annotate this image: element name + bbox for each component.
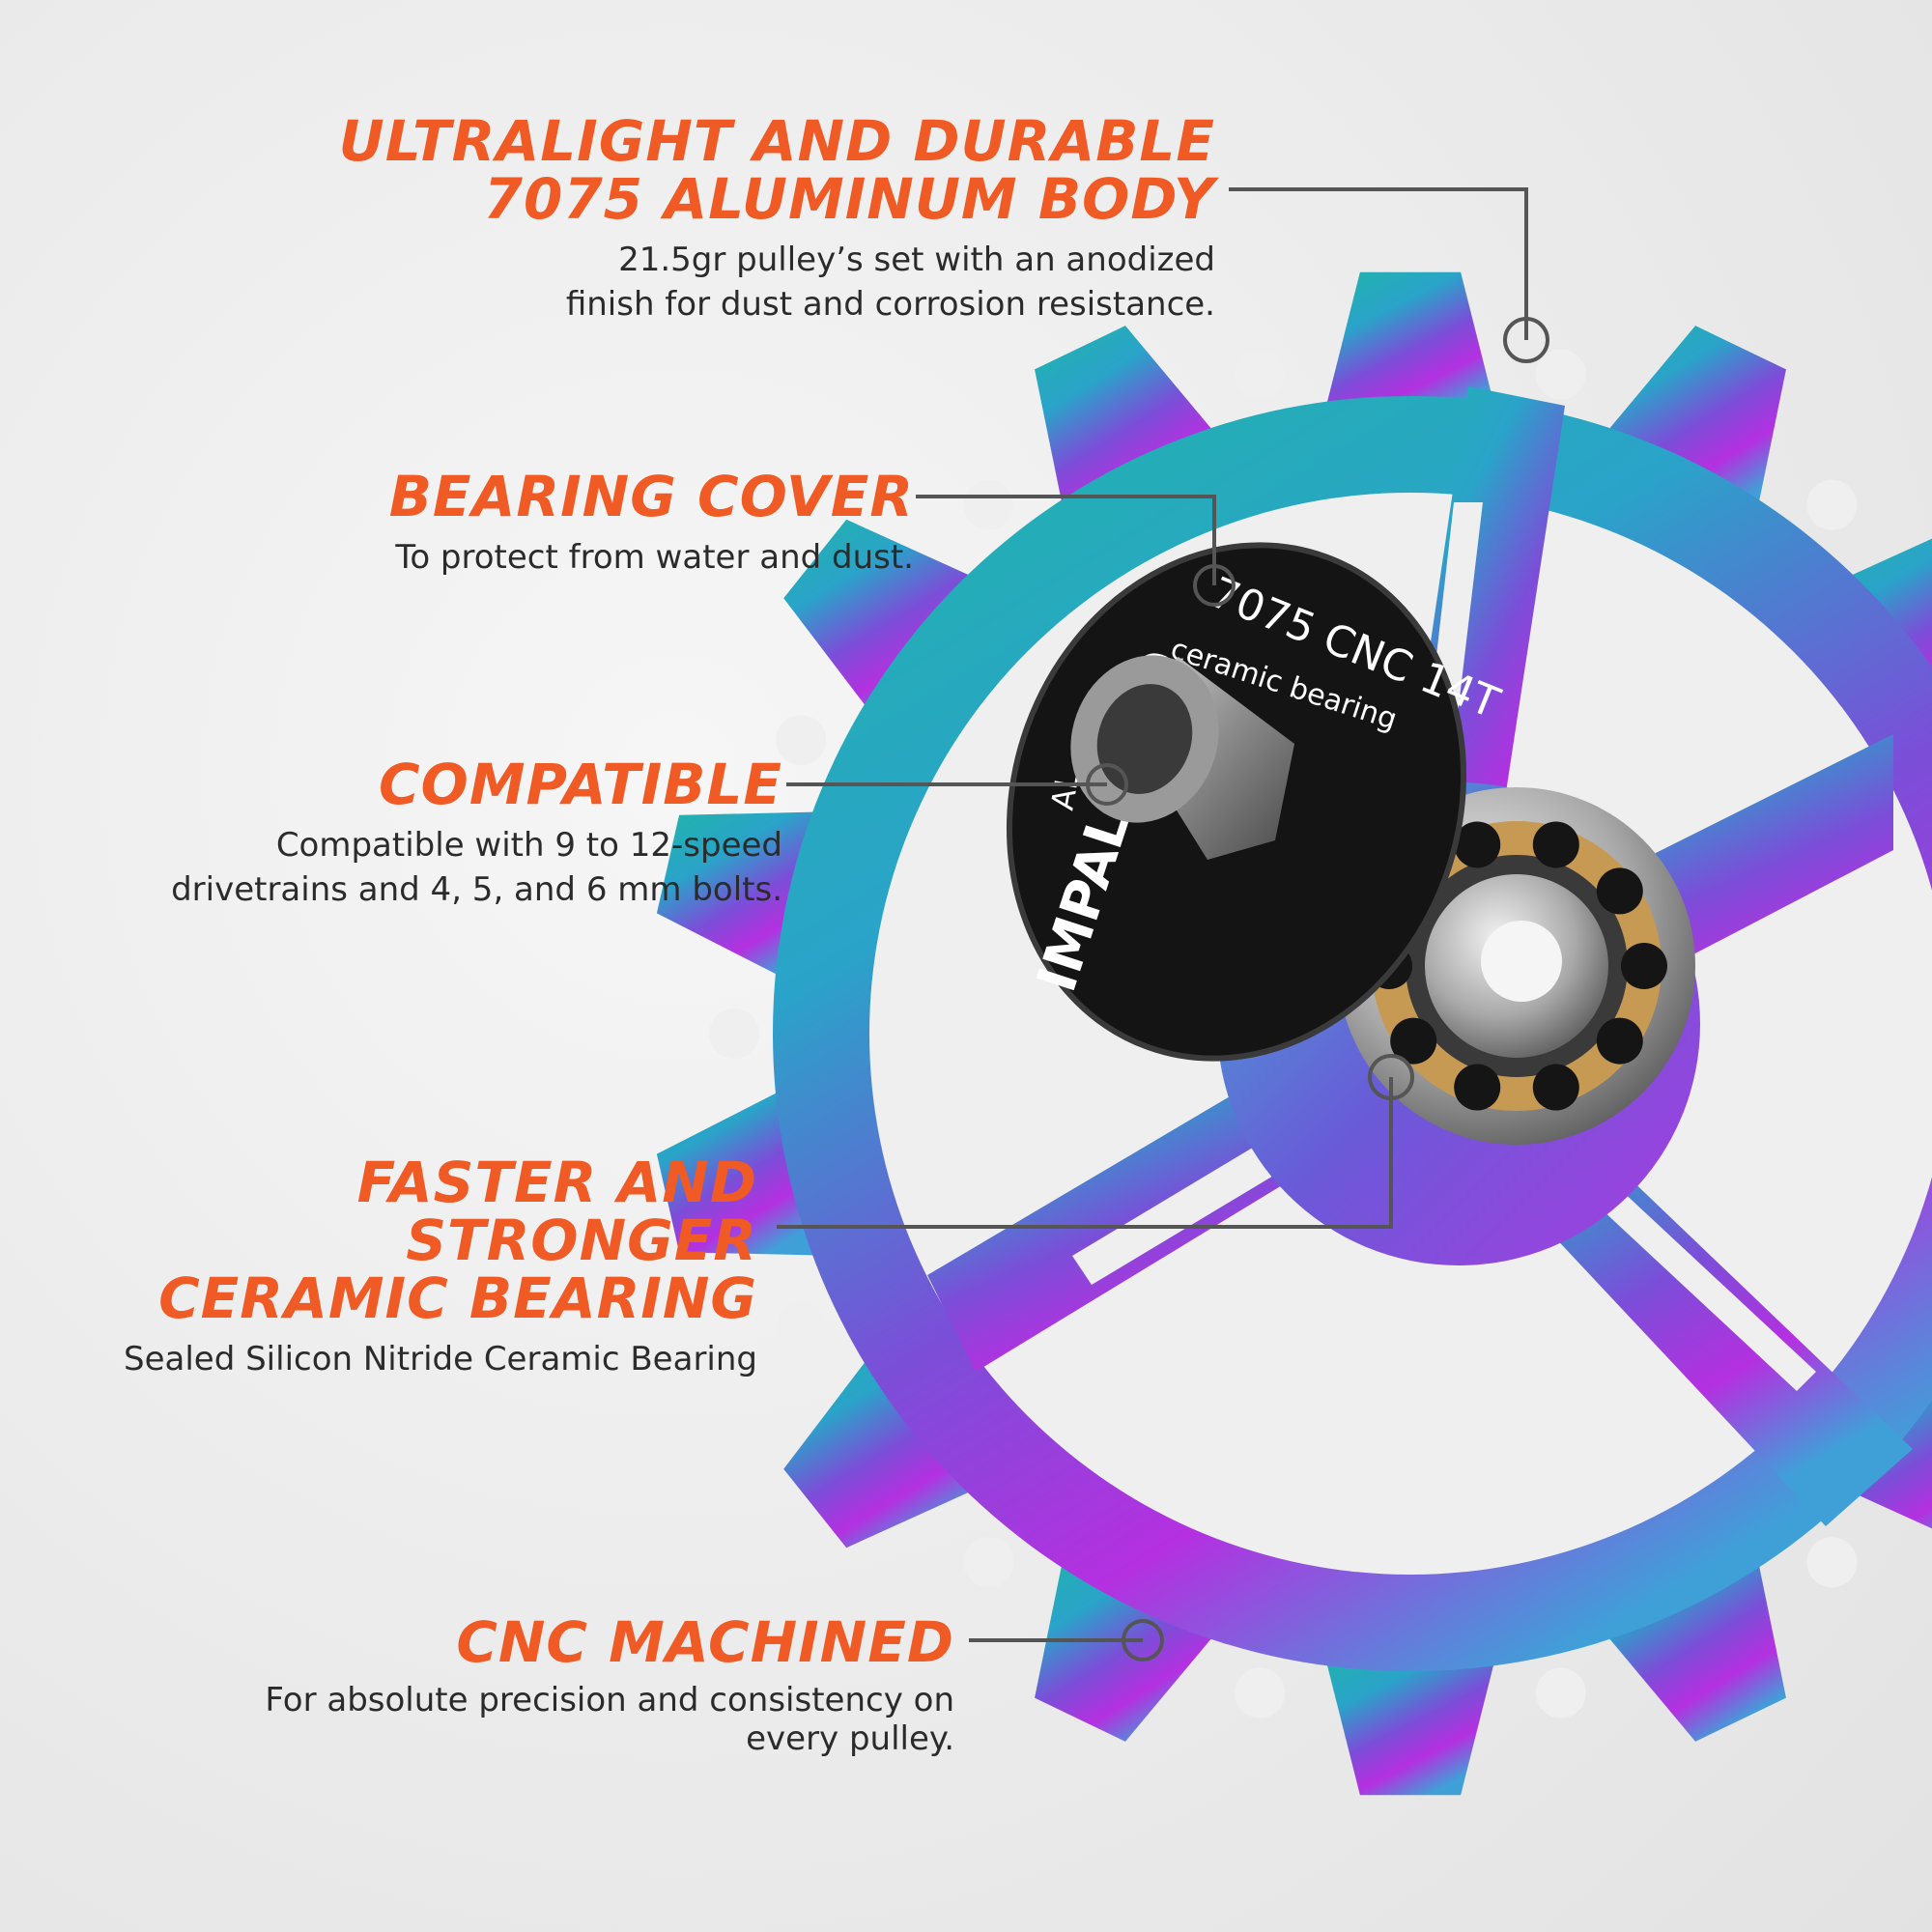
feature-body-description-line-2: finish for dust and corrosion resistance… bbox=[565, 285, 1215, 324]
pulley-tooth bbox=[1596, 1547, 1786, 1742]
feature-ceramic-bearing-title: FASTER AND STRONGER CERAMIC BEARING bbox=[0, 1153, 757, 1327]
feature-body-description: 21.5gr pulley’s set with an anodized fin… bbox=[339, 238, 1215, 327]
pulley-hole bbox=[963, 1537, 1014, 1588]
feature-body: ULTRALIGHT AND DURABLE 7075 ALUMINUM BOD… bbox=[339, 112, 1215, 327]
feature-ceramic-bearing-description: Sealed Silicon Nitride Ceramic Bearing bbox=[0, 1337, 757, 1381]
bearing-ball bbox=[1390, 1017, 1437, 1065]
bearing-ball bbox=[1621, 943, 1667, 989]
pulley-hole bbox=[776, 1301, 827, 1352]
feature-compatible-title-line-1: COMPATIBLE bbox=[378, 752, 782, 817]
callout-dot-cnc bbox=[1122, 1619, 1164, 1662]
feature-ceramic-bearing: FASTER AND STRONGER CERAMIC BEARING Seal… bbox=[0, 1153, 757, 1381]
feature-ceramic-bearing-title-line-2: CERAMIC BEARING bbox=[158, 1265, 757, 1331]
pulley-tooth bbox=[1035, 1547, 1225, 1742]
callout-lines bbox=[777, 187, 1549, 1662]
pulley-hole bbox=[776, 715, 827, 766]
pulley-hole bbox=[1535, 1667, 1586, 1719]
feature-compatible-title: COMPATIBLE bbox=[171, 755, 782, 813]
feature-cnc-machined-title: CNC MACHINED bbox=[265, 1613, 954, 1671]
feature-body-title: ULTRALIGHT AND DURABLE 7075 ALUMINUM BOD… bbox=[339, 112, 1215, 228]
pulley-tooth bbox=[1321, 1645, 1499, 1796]
feature-cnc-machined-description: For absolute precision and consistency o… bbox=[265, 1681, 954, 1758]
pulley-hole bbox=[1235, 1667, 1286, 1719]
feature-cnc-machined-description-line-1: For absolute precision and consistency o… bbox=[265, 1681, 954, 1719]
callout-line-bearing bbox=[777, 1077, 1393, 1229]
pulley-tooth bbox=[1035, 326, 1225, 521]
pulley-hole bbox=[963, 479, 1014, 530]
feature-bearing-cover-description: To protect from water and dust. bbox=[389, 535, 914, 580]
pulley-tooth bbox=[1321, 271, 1499, 422]
feature-bearing-cover-title-line-1: BEARING COVER bbox=[388, 464, 914, 529]
pulley-tooth bbox=[1596, 326, 1786, 521]
pulley-hole bbox=[1535, 349, 1586, 400]
bolt-sleeve bbox=[1070, 655, 1294, 860]
callout-dot-compatible bbox=[1086, 763, 1128, 806]
bearing-ball bbox=[1532, 821, 1579, 868]
pulley-hole bbox=[1806, 479, 1858, 530]
bearing-ball bbox=[1596, 1017, 1643, 1065]
feature-bearing-cover-title: BEARING COVER bbox=[389, 468, 914, 526]
pulley-hole bbox=[1235, 349, 1286, 400]
bearing-ball bbox=[1532, 1064, 1579, 1111]
pulley-tooth bbox=[783, 519, 987, 722]
feature-compatible: COMPATIBLE Compatible with 9 to 12-speed… bbox=[171, 755, 782, 912]
feature-cnc-machined: CNC MACHINED For absolute precision and … bbox=[265, 1613, 954, 1758]
bearing-cover-rim bbox=[1006, 542, 1467, 1062]
pulley-hole bbox=[709, 1009, 759, 1059]
feature-body-title-line-2: 7075 ALUMINUM BODY bbox=[483, 166, 1215, 232]
callout-dot-cover bbox=[1193, 564, 1236, 607]
feature-compatible-description: Compatible with 9 to 12-speed drivetrain… bbox=[171, 823, 782, 912]
feature-bearing-cover-description-line-1: To protect from water and dust. bbox=[395, 538, 914, 577]
bearing-bore bbox=[1481, 921, 1562, 1002]
callout-dot-body bbox=[1503, 317, 1549, 363]
callout-line-cover bbox=[916, 495, 1216, 585]
bearing-ball bbox=[1454, 1064, 1501, 1111]
feature-ceramic-bearing-title-line-1: FASTER AND STRONGER bbox=[356, 1150, 757, 1273]
callout-line-body bbox=[1229, 187, 1528, 340]
pulley-tooth bbox=[783, 1346, 987, 1548]
callout-dot-bearing bbox=[1368, 1054, 1414, 1100]
feature-cnc-machined-title-line-1: CNC MACHINED bbox=[456, 1609, 954, 1675]
feature-compatible-description-line-1: Compatible with 9 to 12-speed bbox=[275, 826, 782, 865]
bearing-ball bbox=[1454, 821, 1501, 868]
feature-compatible-description-line-2: drivetrains and 4, 5, and 6 mm bolts. bbox=[171, 870, 782, 909]
bearing-ball bbox=[1596, 867, 1643, 915]
feature-bearing-cover: BEARING COVER To protect from water and … bbox=[389, 468, 914, 580]
feature-body-title-line-1: ULTRALIGHT AND DURABLE bbox=[338, 108, 1215, 174]
feature-cnc-machined-description-line-2: every pulley. bbox=[746, 1719, 954, 1758]
feature-ceramic-bearing-description-line-1: Sealed Silicon Nitride Ceramic Bearing bbox=[124, 1340, 757, 1378]
pulley-hole bbox=[1806, 1537, 1858, 1588]
feature-body-description-line-1: 21.5gr pulley’s set with an anodized bbox=[618, 241, 1215, 279]
